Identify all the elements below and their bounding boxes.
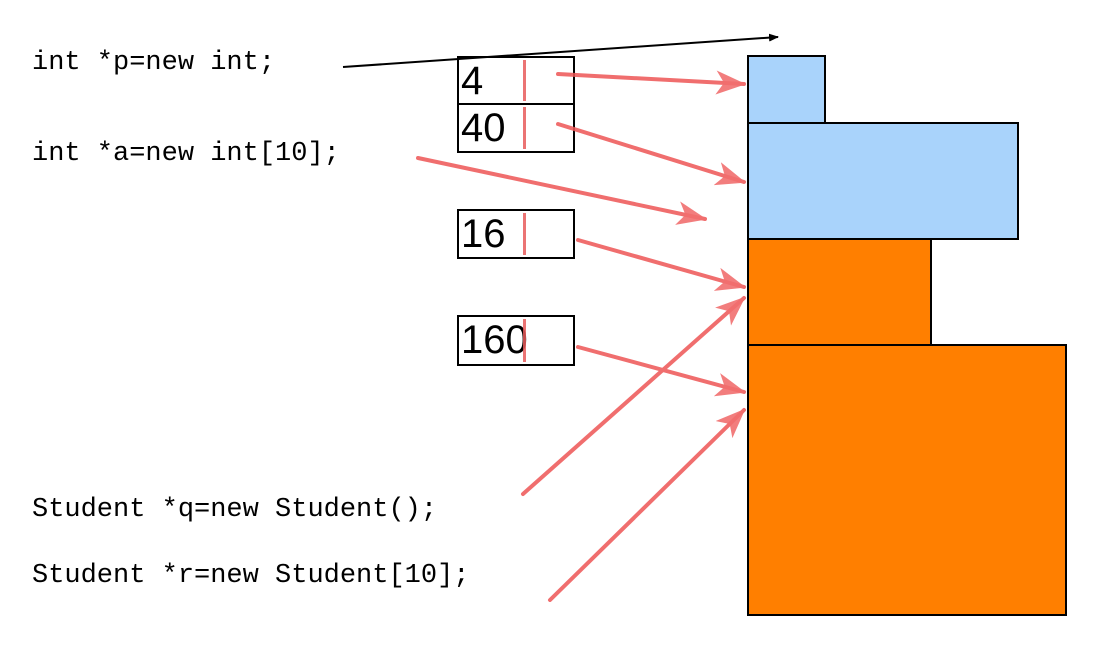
size-marker [523, 213, 526, 255]
size-marker [523, 319, 526, 362]
size-box-int-a: 40 [457, 103, 575, 153]
size-label-student-r: 160 [461, 318, 528, 362]
heap-block-int-array [747, 122, 1019, 240]
code-line-int-p: int *p=new int; [32, 48, 276, 78]
size-box-student-r: 160 [457, 315, 575, 366]
size-box-int-p: 4 [457, 56, 575, 105]
pointer-arrow-q [521, 296, 746, 496]
size-label-int-a: 40 [461, 106, 506, 150]
code-line-student-q: Student *q=new Student(); [32, 495, 438, 525]
size-marker [523, 60, 526, 101]
size-marker [523, 107, 526, 149]
size-arrow-student [576, 238, 746, 291]
pointer-arrow-a [416, 156, 707, 225]
size-label-student-q: 16 [461, 212, 506, 256]
code-line-int-a: int *a=new int[10]; [32, 139, 340, 169]
pointer-arrow-r [548, 408, 746, 602]
size-label-int-p: 4 [461, 59, 484, 103]
code-line-student-r: Student *r=new Student[10]; [32, 561, 470, 591]
size-arrow-int [556, 70, 746, 95]
pointer-arrow-p [342, 33, 779, 68]
size-arrow-int-array [556, 122, 746, 186]
size-box-student-q: 16 [457, 209, 575, 259]
heap-block-student-array [747, 344, 1067, 616]
